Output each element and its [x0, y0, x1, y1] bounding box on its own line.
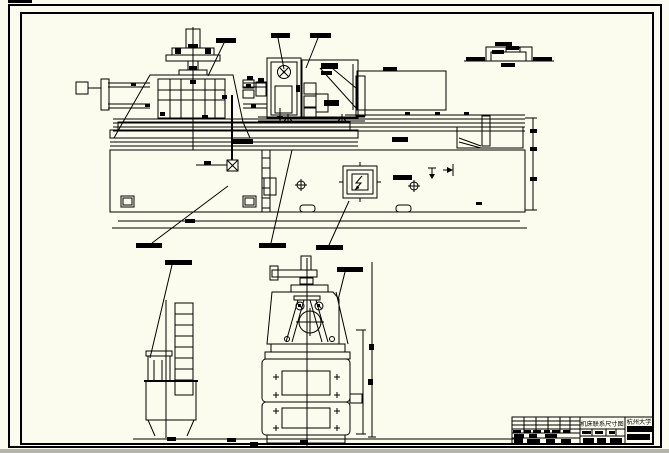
revision-table [512, 417, 580, 444]
callout-label-bar [216, 38, 236, 43]
callout-label-bar [533, 57, 552, 61]
wheelhead-housing [266, 291, 340, 345]
coolant-tank-view [144, 260, 198, 438]
table-ways [110, 112, 525, 147]
callout-label-bar [316, 245, 343, 250]
callout-label-bar [506, 46, 519, 50]
callout-label-bar [501, 63, 515, 67]
leader-line [151, 185, 229, 244]
organization-cell: 杭州大学 [627, 418, 652, 440]
callout-label-bar [495, 42, 512, 46]
side-elevation-view [75, 27, 537, 250]
leader-line [328, 200, 350, 246]
spindle-bore-circle [296, 308, 324, 336]
leader-line [149, 264, 173, 359]
machine-bed [109, 149, 527, 229]
down-arrow-symbol [428, 167, 436, 179]
dimension-line-front [356, 262, 376, 438]
mini-plan-view [464, 42, 554, 67]
callout-label-bar [165, 260, 192, 265]
right-arrow-symbol [443, 164, 454, 176]
crosshair-icon [408, 180, 420, 192]
leader-line [270, 149, 293, 244]
callout-label-bar [271, 33, 290, 38]
electrical-box [339, 162, 381, 202]
drawing-title-text: 机床联系尺寸图 [580, 420, 623, 428]
tank-body [144, 380, 198, 437]
leader-line [337, 271, 346, 301]
panel-screen [274, 85, 293, 114]
top-left-marker-bar [8, 0, 32, 3]
tailstock [456, 115, 524, 149]
callout-label-bar [259, 243, 286, 248]
electrical-cabinet [301, 59, 366, 119]
title-block: 机床联系尺寸图 杭州大学 [511, 416, 654, 445]
ground-line [133, 437, 523, 446]
ladder-column [174, 302, 194, 396]
callout-label-bar [492, 50, 504, 54]
drawing-title-cell: 机床联系尺寸图 [580, 420, 625, 443]
plus-marks [273, 374, 340, 398]
a-frame [284, 295, 335, 343]
small-container [145, 350, 173, 382]
dimension-line-right [525, 117, 537, 211]
plus-marks [273, 408, 340, 431]
lightning-icon [354, 175, 363, 191]
crosshair-icon [295, 179, 307, 191]
leader-line [207, 42, 225, 77]
hatched-bolt-icon [314, 301, 324, 311]
front-view [261, 255, 376, 446]
outer-frame [8, 4, 662, 448]
callout-label-bar [310, 33, 331, 38]
leader-line [305, 37, 319, 69]
workhead-assembly [75, 27, 359, 172]
organization-text: 杭州大学 [627, 418, 652, 426]
rear-tank-block [352, 64, 447, 111]
hatched-bolt-icon [295, 301, 305, 311]
panel-crosshair-icon [277, 65, 291, 79]
callout-label-bar [466, 57, 485, 61]
callout-label-bar [337, 267, 363, 272]
leader-line [277, 37, 285, 70]
callout-label-bar [136, 243, 162, 248]
